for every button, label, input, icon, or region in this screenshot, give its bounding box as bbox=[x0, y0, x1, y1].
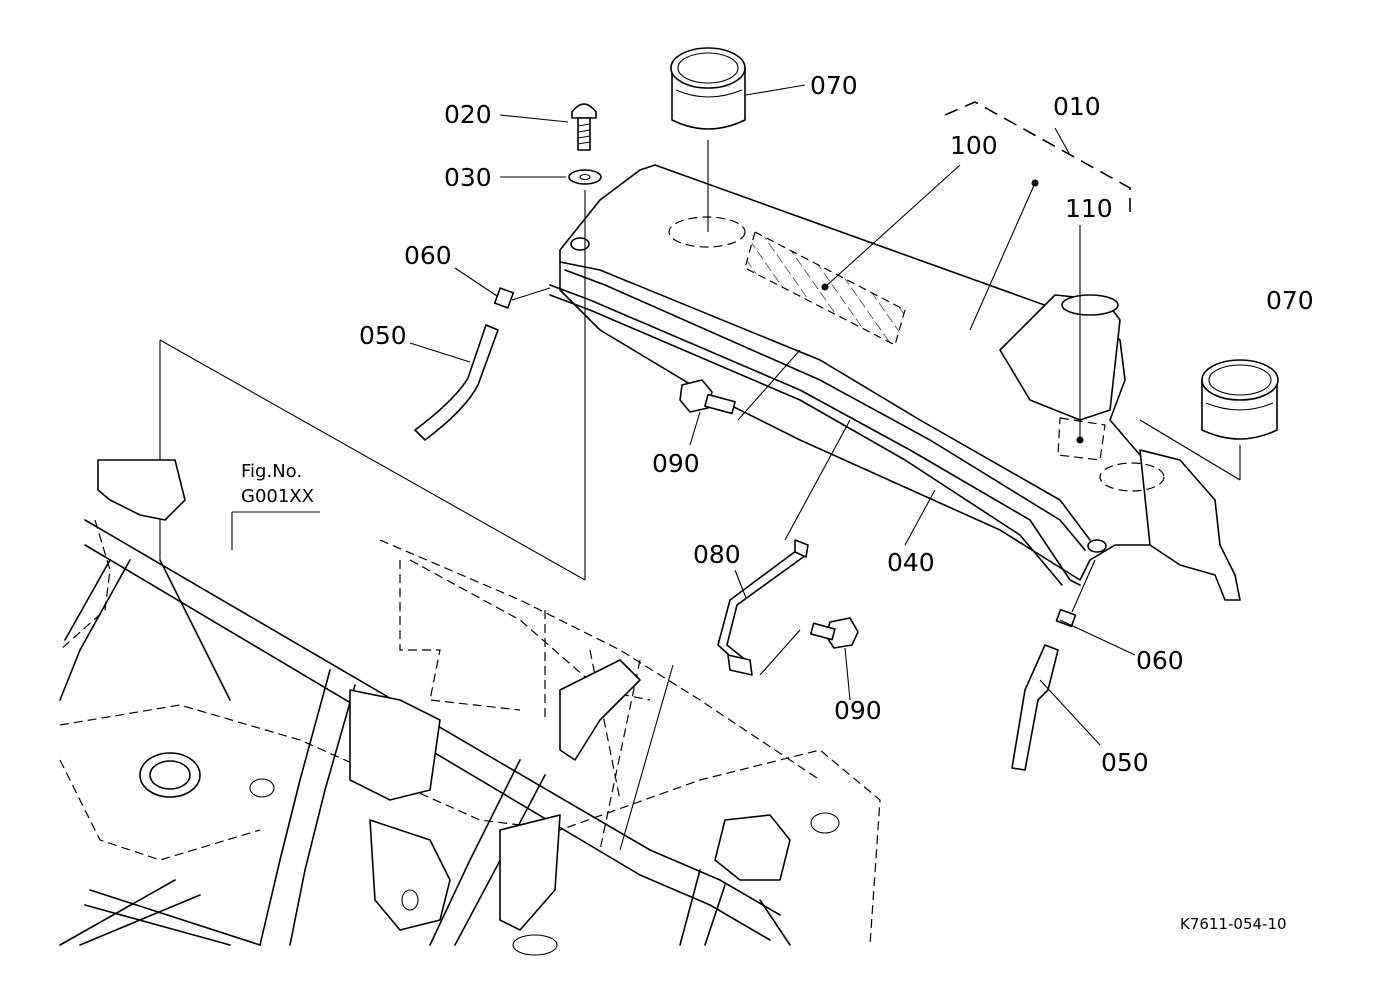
figure-ref-link[interactable]: G001XX bbox=[241, 486, 314, 507]
figure-ref-title: Fig.No. bbox=[241, 461, 303, 482]
reference-lines bbox=[159, 84, 1241, 851]
part-label-020[interactable]: 020 bbox=[444, 100, 492, 129]
cup-holder-left bbox=[670, 47, 746, 130]
part-label-050-right[interactable]: 050 bbox=[1101, 748, 1149, 777]
cover-panel bbox=[549, 164, 1241, 601]
part-label-100[interactable]: 100 bbox=[950, 131, 998, 160]
part-label-080[interactable]: 080 bbox=[693, 540, 741, 569]
drain-hose-left bbox=[414, 287, 515, 441]
washer bbox=[568, 169, 602, 185]
bolt-lower bbox=[810, 617, 859, 649]
cup-holder-right bbox=[1201, 359, 1279, 440]
part-label-060-right[interactable]: 060 bbox=[1136, 646, 1184, 675]
part-label-070-left[interactable]: 070 bbox=[810, 71, 858, 100]
part-label-070-right[interactable]: 070 bbox=[1266, 286, 1314, 315]
vehicle-frame bbox=[59, 459, 881, 956]
drawing-code: K7611-054-10 bbox=[1180, 915, 1287, 933]
part-label-090-lower[interactable]: 090 bbox=[834, 696, 882, 725]
drain-hose-right bbox=[1011, 608, 1077, 771]
part-label-040[interactable]: 040 bbox=[887, 548, 935, 577]
part-label-030[interactable]: 030 bbox=[444, 163, 492, 192]
screw bbox=[571, 103, 597, 151]
support-rod bbox=[717, 539, 809, 676]
part-label-010[interactable]: 010 bbox=[1053, 92, 1101, 121]
part-label-090-upper[interactable]: 090 bbox=[652, 449, 700, 478]
part-label-110[interactable]: 110 bbox=[1065, 194, 1113, 223]
part-label-050-left[interactable]: 050 bbox=[359, 321, 407, 350]
part-label-060-left[interactable]: 060 bbox=[404, 241, 452, 270]
bolt-upper bbox=[679, 379, 736, 415]
